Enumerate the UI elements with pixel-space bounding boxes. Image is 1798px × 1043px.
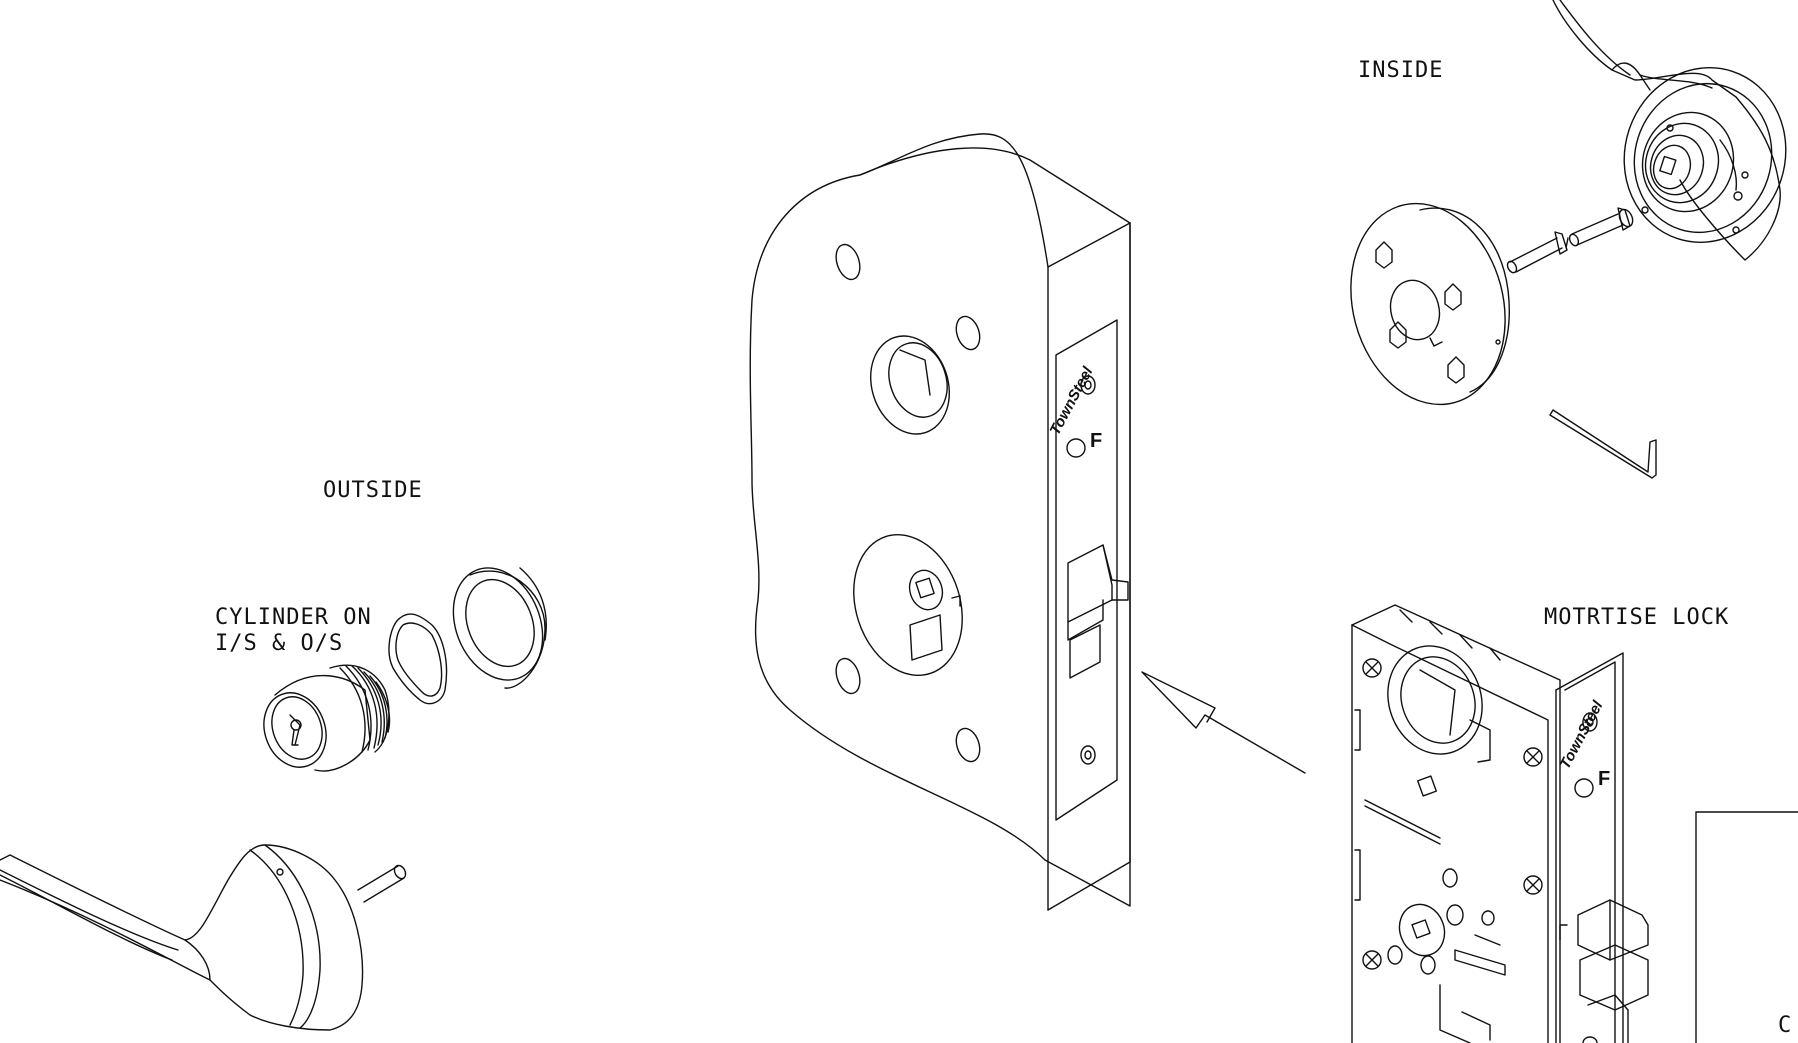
outside-ring xyxy=(452,567,547,689)
label-mortise-lock: MOTRTISE LOCK xyxy=(1544,605,1730,630)
mortise-faceplate-marks: TownSteel F xyxy=(1557,697,1610,798)
label-outside: OUTSIDE xyxy=(323,478,423,503)
inside-rose-plate xyxy=(1350,202,1510,406)
door-faceplate-marks: TownSteel F xyxy=(1047,363,1102,458)
spindles xyxy=(1506,207,1634,274)
label-cylinder-line2: I/S & O/S xyxy=(215,631,344,656)
outside-lever xyxy=(0,844,407,1031)
mortise-rating-mark: F xyxy=(1598,768,1610,790)
mortise-lock-body xyxy=(1351,604,1649,1043)
door-section xyxy=(749,133,1131,911)
label-inside: INSIDE xyxy=(1358,58,1444,83)
mortise-brand-text: TownSteel xyxy=(1557,697,1607,771)
case-screws xyxy=(1362,658,1543,970)
title-block-letter: C xyxy=(1778,1013,1793,1038)
hex-key xyxy=(1549,409,1657,479)
assembly-arrow xyxy=(1141,671,1306,774)
door-brand-text: TownSteel xyxy=(1047,363,1097,437)
inside-lever xyxy=(1552,0,1787,261)
door-rating-mark: F xyxy=(1090,430,1102,452)
mortise-cylinder xyxy=(263,664,391,772)
label-cylinder-line1: CYLINDER ON xyxy=(215,605,372,630)
outside-gasket xyxy=(388,613,448,705)
title-block-frame xyxy=(1695,811,1798,1043)
